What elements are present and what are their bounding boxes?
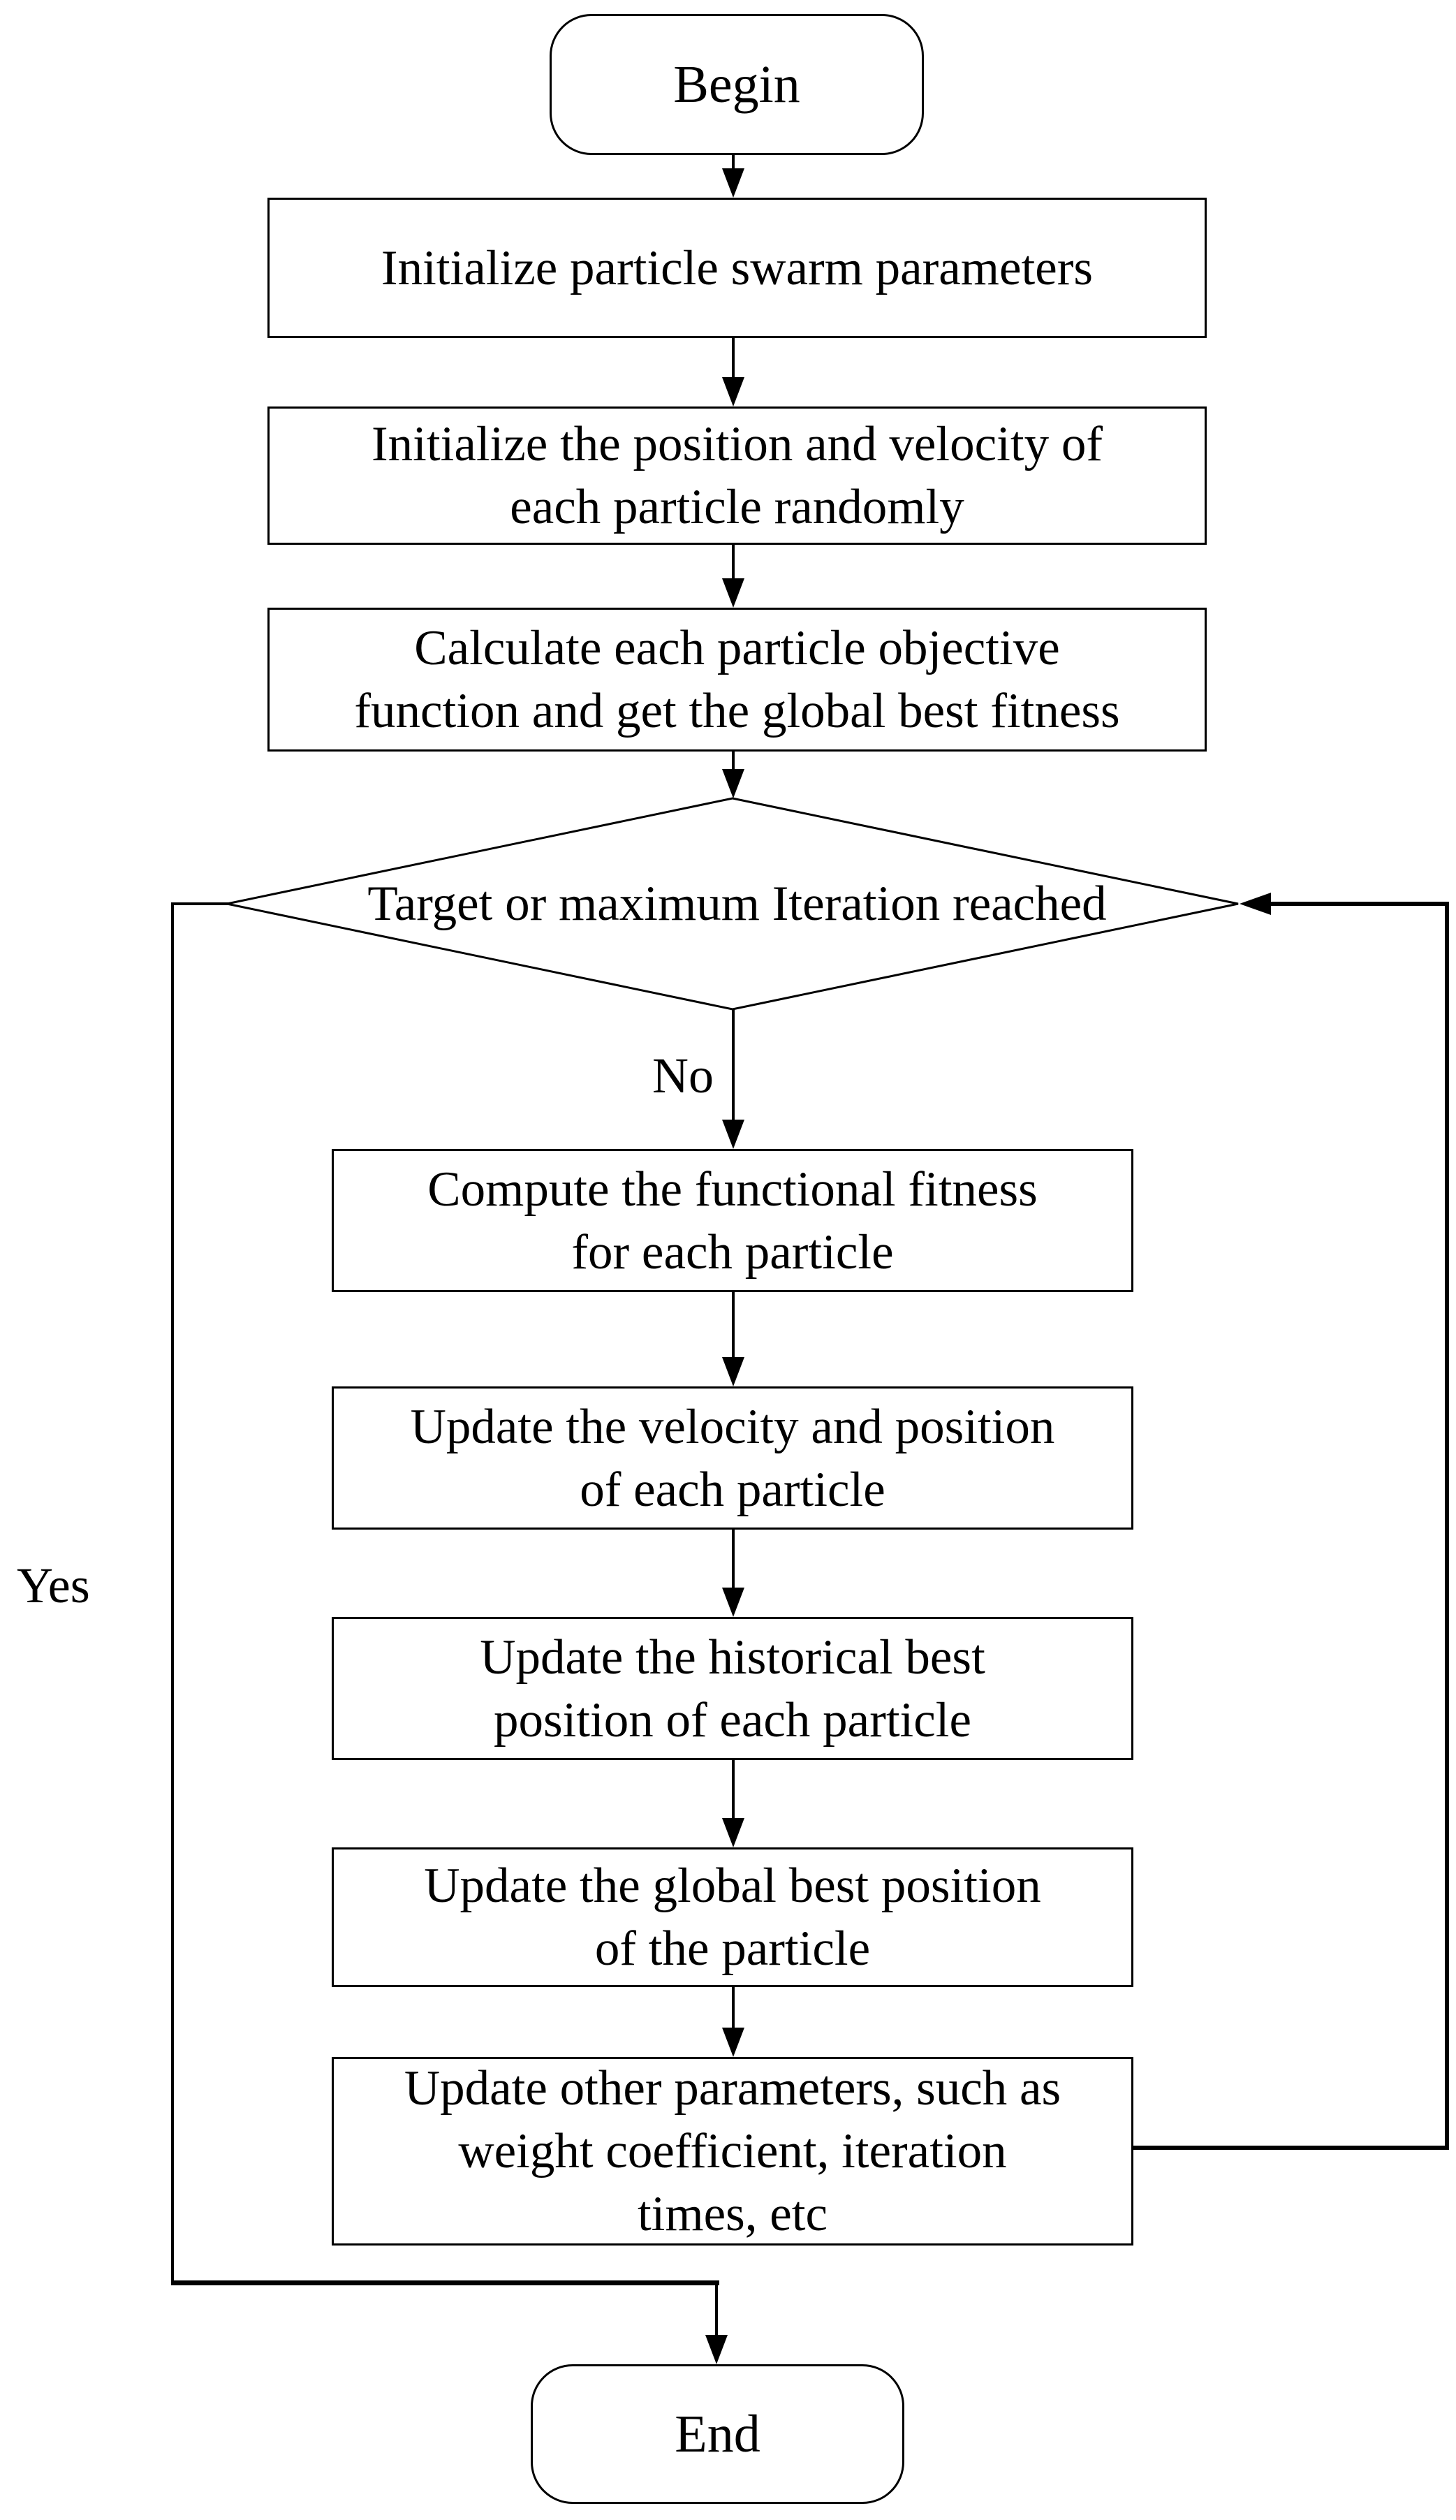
node-update-other-parameters: Update other parameters, such as weight …: [332, 2057, 1133, 2246]
arrowhead-global-other: [722, 2028, 744, 2057]
connector-begin-init: [732, 155, 735, 170]
yes-vertical-into-end: [715, 2280, 718, 2338]
loopback-vertical-right: [1445, 902, 1449, 2150]
connector-velocity-historical: [732, 1530, 735, 1589]
connector-objective-decision: [732, 752, 735, 770]
arrowhead-objective-decision: [722, 769, 744, 798]
connector-historical-global: [732, 1760, 735, 1819]
node-decision: Target or maximum Iteration reached: [367, 876, 1107, 931]
node-compute-fitness: Compute the functional fitness for each …: [332, 1149, 1133, 1292]
node-end: End: [531, 2364, 904, 2504]
node-begin: Begin: [550, 14, 924, 155]
yes-vertical-left: [171, 902, 174, 2285]
connector-no-branch: [732, 1009, 735, 1121]
arrowhead-begin-init: [722, 168, 744, 198]
edge-label-yes: Yes: [17, 1558, 90, 1613]
connector-fitness-velocity: [732, 1292, 735, 1358]
node-calculate-objective: Calculate each particle objective functi…: [267, 608, 1207, 752]
arrowhead-velocity-historical: [722, 1588, 744, 1617]
arrowhead-position-objective: [722, 578, 744, 608]
node-initialize-parameters: Initialize particle swarm parameters: [267, 198, 1207, 338]
loopback-horizontal-top: [1270, 902, 1449, 906]
arrowhead-init-position: [722, 377, 744, 406]
connector-global-other: [732, 1987, 735, 2029]
connector-init-position: [732, 338, 735, 379]
yes-horizontal-top: [171, 902, 228, 905]
node-update-global-best: Update the global best position of the p…: [332, 1847, 1133, 1987]
yes-horizontal-bottom: [171, 2280, 719, 2285]
arrowhead-fitness-velocity: [722, 1357, 744, 1386]
loopback-horizontal-bottom: [1133, 2146, 1449, 2150]
arrowhead-historical-global: [722, 1818, 744, 1847]
arrowhead-yes-end: [705, 2335, 728, 2364]
connector-position-objective: [732, 545, 735, 580]
node-initialize-position-velocity: Initialize the position and velocity of …: [267, 406, 1207, 545]
node-update-historical-best: Update the historical best position of e…: [332, 1617, 1133, 1760]
edge-label-no: No: [652, 1048, 714, 1104]
arrowhead-no-branch: [722, 1120, 744, 1149]
arrowhead-loopback-decision: [1240, 893, 1271, 915]
node-update-velocity-position: Update the velocity and position of each…: [332, 1386, 1133, 1530]
